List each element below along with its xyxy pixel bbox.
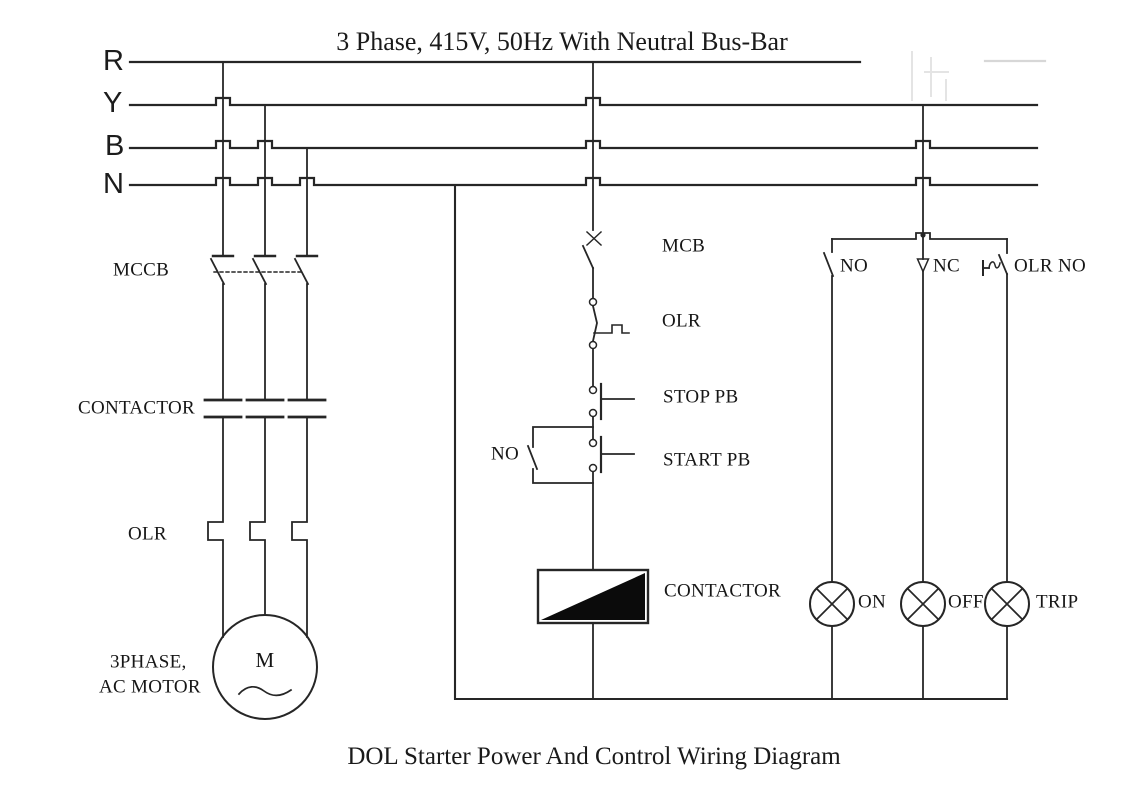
bus-label-r: R xyxy=(103,44,124,77)
nc-contact-label: NC xyxy=(933,255,960,277)
mcb-label: MCB xyxy=(662,235,706,257)
indicator-top-rail xyxy=(831,232,1008,240)
lamp-trip-label: TRIP xyxy=(1036,591,1079,613)
lamp-on-label: ON xyxy=(858,591,887,613)
no-hold-contact-symbol xyxy=(526,426,594,484)
neutral-return-line xyxy=(453,183,1009,701)
no-contact-label: NO xyxy=(840,255,869,277)
mcb-symbol xyxy=(581,230,603,299)
motor-label-line1: 3PHASE, xyxy=(110,651,187,673)
bottom-title: DOL Starter Power And Control Wiring Dia… xyxy=(347,743,841,770)
watermark-ghost xyxy=(911,51,1047,101)
lamp-trip-icon xyxy=(984,581,1030,700)
stop-pb-label: STOP PB xyxy=(663,386,739,408)
lamp-off-icon xyxy=(900,581,946,700)
contactor-power-label: CONTACTOR xyxy=(78,397,195,419)
motor-label-line2: AC MOTOR xyxy=(99,676,201,698)
olr-control-label: OLR xyxy=(662,310,701,332)
olr-no-contact-symbol xyxy=(982,238,1009,583)
mccb-symbol xyxy=(209,254,319,286)
power-phase-drops xyxy=(222,61,308,257)
lamp-on-icon xyxy=(809,581,855,700)
contactor-coil-label: CONTACTOR xyxy=(664,580,781,602)
lamp-off-label: OFF xyxy=(948,591,984,613)
contactor-coil-symbol xyxy=(536,568,650,625)
motor-symbol xyxy=(212,614,318,720)
motor-letter: M xyxy=(255,648,275,672)
start-pb-label: START PB xyxy=(663,449,751,471)
contactor-contacts-symbol xyxy=(203,398,327,419)
mccb-label: MCCB xyxy=(113,259,170,281)
olr-power-label: OLR xyxy=(128,523,167,545)
power-mid-drops xyxy=(222,283,308,401)
olr-no-contact-label: OLR NO xyxy=(1014,255,1086,277)
bus-label-y: Y xyxy=(103,86,123,119)
bus-label-b: B xyxy=(105,129,125,162)
no-contact-symbol xyxy=(822,238,835,583)
olr-power-symbol xyxy=(207,416,308,638)
hold-no-label: NO xyxy=(491,443,520,465)
top-title: 3 Phase, 415V, 50Hz With Neutral Bus-Bar xyxy=(336,27,788,56)
nc-contact-symbol xyxy=(916,258,930,583)
stop-pb-symbol xyxy=(588,382,635,421)
start-pb-symbol xyxy=(588,435,635,474)
junction-dot xyxy=(920,232,926,238)
bus-bar-lines xyxy=(128,60,1039,187)
bus-label-n: N xyxy=(103,167,124,200)
olr-control-symbol xyxy=(588,297,630,387)
